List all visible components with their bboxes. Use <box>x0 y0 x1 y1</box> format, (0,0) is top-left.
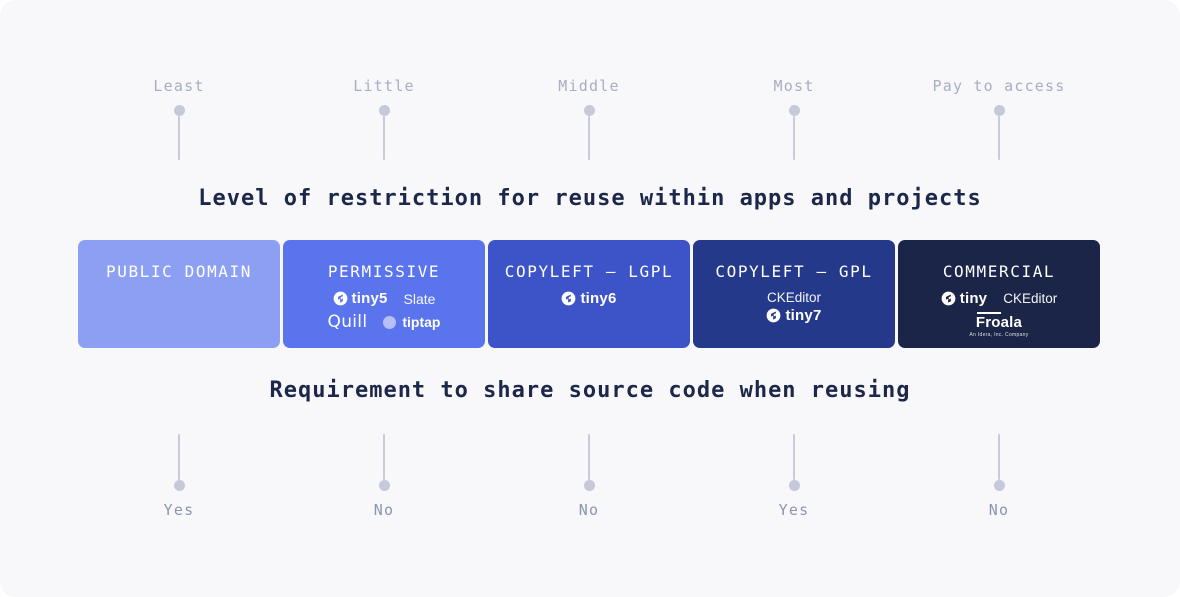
froala-tagline: An Idera, Inc. Company <box>969 332 1029 338</box>
tiptap-label: tiptap <box>402 314 441 330</box>
marker-least: Least <box>78 75 280 160</box>
share-label: Yes <box>163 501 195 519</box>
card-title: PUBLIC DOMAIN <box>105 262 253 281</box>
tiny-icon <box>767 308 781 323</box>
tiny6-label: tiny6 <box>580 290 617 307</box>
tiny-icon <box>941 291 956 306</box>
marker-most: Most <box>693 75 895 160</box>
tiny7-label: tiny7 <box>785 307 822 324</box>
slate-logo: Slate <box>403 290 436 307</box>
logo-row: tiny5 Slate <box>333 290 436 307</box>
marker-line <box>588 116 590 160</box>
card-permissive: PERMISSIVE tiny5 Slate Quill <box>283 240 485 348</box>
card-copyleft-gpl: COPYLEFT — GPL CKEditor tiny7 <box>693 240 895 348</box>
marker-line <box>793 434 795 480</box>
ckeditor-logo: CKEditor <box>766 290 821 305</box>
marker-dot <box>378 480 390 491</box>
marker-line <box>998 434 1000 480</box>
tiny-icon <box>562 291 576 306</box>
restriction-level-markers: Least Little Middle Most Pay to access <box>78 75 1100 160</box>
logo-row: tiny CKEditor <box>941 290 1058 307</box>
tiny6-logo: tiny6 <box>561 290 616 307</box>
tiny-logo: tiny <box>941 290 987 307</box>
marker-dot <box>993 480 1005 491</box>
tiny5-label: tiny5 <box>351 290 388 307</box>
marker-line <box>383 116 385 160</box>
marker-share-permissive: No <box>283 434 485 521</box>
marker-middle: Middle <box>488 75 690 160</box>
marker-little: Little <box>283 75 485 160</box>
tiny7-logo: tiny7 <box>766 307 821 324</box>
marker-dot <box>378 105 390 116</box>
logo-row: Quill tiptap <box>328 312 441 332</box>
share-label: Yes <box>778 501 810 519</box>
card-title: COPYLEFT — LGPL <box>504 262 674 281</box>
card-title: COMMERCIAL <box>942 262 1056 281</box>
editor-logos: CKEditor tiny7 <box>766 290 821 324</box>
logo-row: tiny6 <box>561 290 616 307</box>
restriction-heading: Level of restriction for reuse within ap… <box>198 186 982 211</box>
marker-share-public-domain: Yes <box>78 434 280 521</box>
restriction-label: Little <box>353 77 415 95</box>
marker-share-lgpl: No <box>488 434 690 521</box>
marker-dot <box>173 480 185 491</box>
editor-logos: tiny6 <box>561 290 616 307</box>
marker-share-gpl: Yes <box>693 434 895 521</box>
logo-row: CKEditor <box>767 290 821 305</box>
marker-line <box>178 434 180 480</box>
card-public-domain: PUBLIC DOMAIN <box>78 240 280 348</box>
marker-dot <box>788 105 800 116</box>
marker-line <box>998 116 1000 160</box>
froala-logo-block: Froala An Idera, Inc. Company <box>969 312 1029 338</box>
share-label: No <box>373 501 395 519</box>
tiny5-logo: tiny5 <box>333 290 388 307</box>
froala-logo: Froala <box>975 312 1023 331</box>
restriction-label: Pay to access <box>932 77 1066 95</box>
editor-logos: tiny CKEditor Froala An Idera, Inc. Comp… <box>941 290 1058 338</box>
restriction-label: Least <box>153 77 205 95</box>
marker-dot <box>583 105 595 116</box>
restriction-label: Most <box>773 77 815 95</box>
tiny-icon <box>333 291 347 306</box>
marker-dot <box>173 105 185 116</box>
editor-logos: tiny5 Slate Quill tiptap <box>328 290 441 332</box>
share-label: No <box>988 501 1010 519</box>
marker-line <box>793 116 795 160</box>
card-title: PERMISSIVE <box>327 262 441 281</box>
marker-line <box>588 434 590 480</box>
tiny-label: tiny <box>959 290 988 307</box>
marker-share-commercial: No <box>898 434 1100 521</box>
quill-logo: Quill <box>327 312 368 332</box>
card-commercial: COMMERCIAL tiny CKEditor Froala An Idera… <box>898 240 1100 348</box>
tiptap-icon <box>383 315 397 329</box>
marker-dot <box>788 480 800 491</box>
logo-row: tiny7 <box>766 307 821 324</box>
share-requirement-markers: Yes No No Yes No <box>78 434 1100 521</box>
marker-dot <box>583 480 595 491</box>
share-source-heading: Requirement to share source code when re… <box>269 378 911 403</box>
marker-pay-to-access: Pay to access <box>898 75 1100 160</box>
share-label: No <box>578 501 600 519</box>
marker-dot <box>993 105 1005 116</box>
tiptap-logo: tiptap <box>383 314 440 330</box>
marker-line <box>178 116 180 160</box>
restriction-label: Middle <box>558 77 620 95</box>
license-cards: PUBLIC DOMAIN PERMISSIVE tiny5 Slate <box>78 240 1100 348</box>
card-copyleft-lgpl: COPYLEFT — LGPL tiny6 <box>488 240 690 348</box>
card-title: COPYLEFT — GPL <box>715 262 873 281</box>
ckeditor-logo: CKEditor <box>1003 291 1058 306</box>
marker-line <box>383 434 385 480</box>
